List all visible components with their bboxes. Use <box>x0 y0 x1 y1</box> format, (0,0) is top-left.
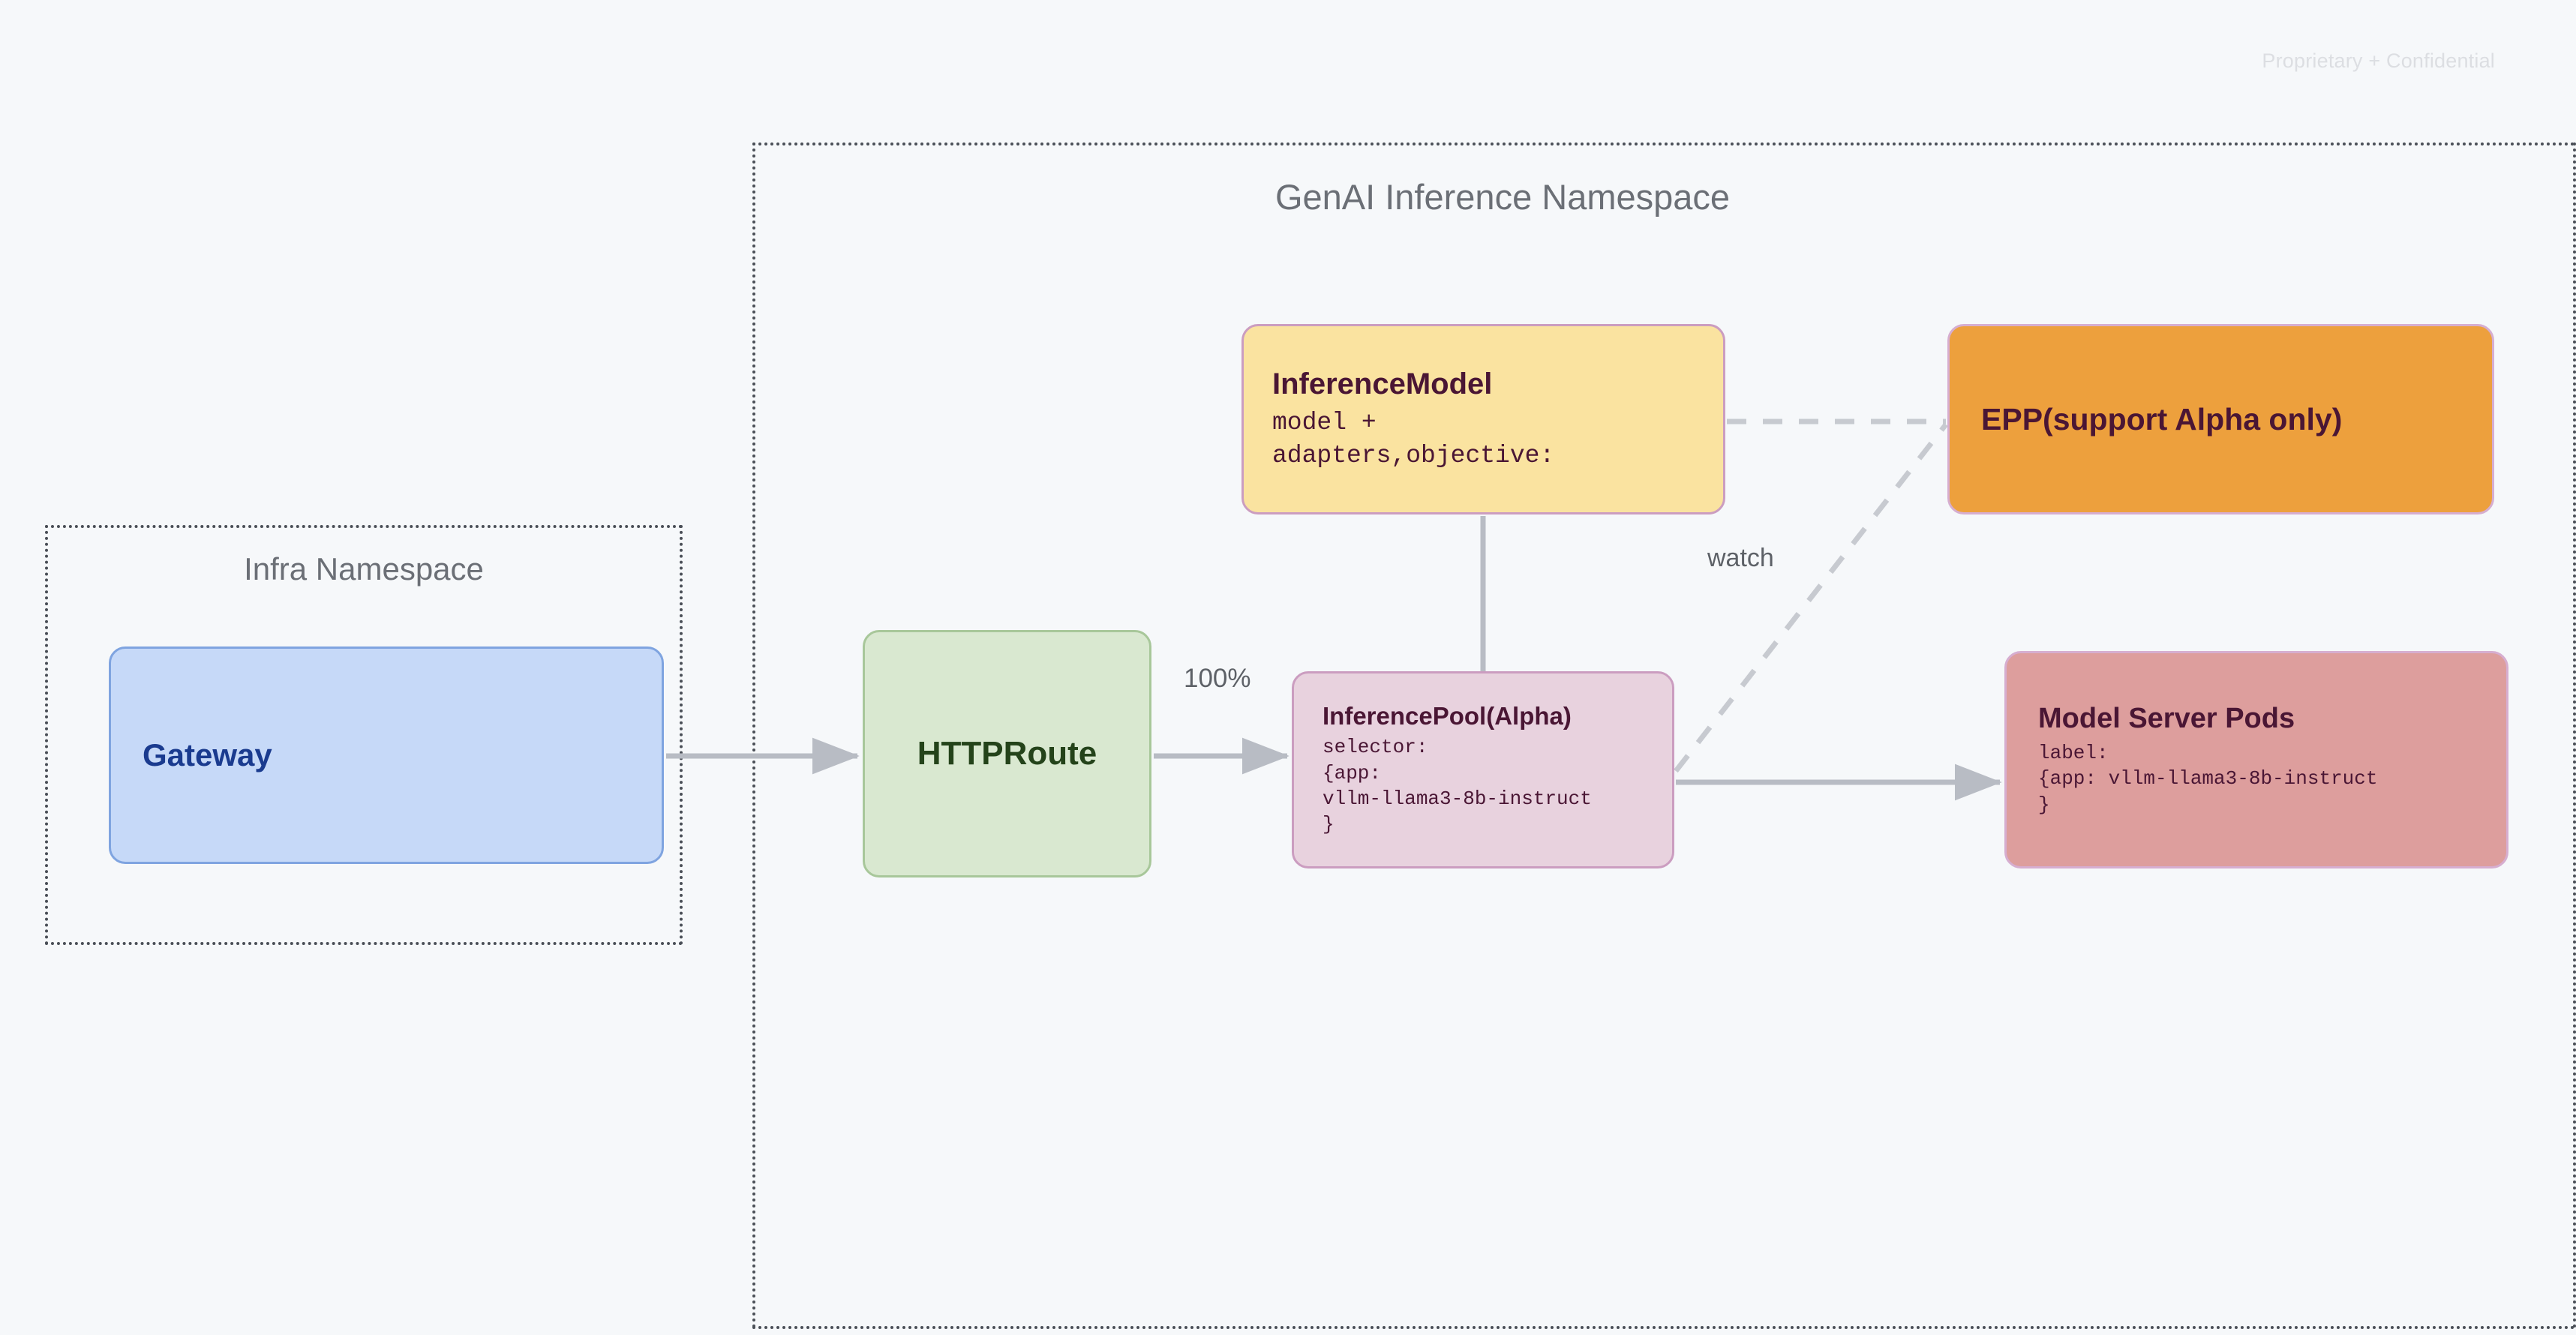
namespace-genai-title: GenAI Inference Namespace <box>1274 177 1731 217</box>
node-epp-title: EPP(support Alpha only) <box>1981 401 2343 436</box>
edge-label-traffic-weight: 100% <box>1184 664 1251 693</box>
node-httproute-title: HTTPRoute <box>917 735 1097 772</box>
node-model-server-pods-body: label: {app: vllm-llama3-8b-instruct } <box>2038 741 2378 816</box>
namespace-genai <box>752 142 2576 1329</box>
node-inference-model[interactable]: InferenceModel model + adapters,objectiv… <box>1241 324 1725 514</box>
node-model-server-pods-title: Model Server Pods <box>2038 703 2295 735</box>
namespace-infra-title: Infra Namespace <box>244 551 484 586</box>
node-inference-model-body: model + adapters,objective: <box>1272 409 1555 470</box>
watermark-label: Proprietary + Confidential <box>2262 50 2495 72</box>
node-inference-pool-body: selector: {app: vllm-llama3-8b-instruct … <box>1323 736 1592 836</box>
node-inference-pool-title: InferencePool(Alpha) <box>1323 702 1572 730</box>
node-gateway-title: Gateway <box>143 737 272 773</box>
node-model-server-pods[interactable]: Model Server Pods label: {app: vllm-llam… <box>2004 651 2508 868</box>
namespace-infra <box>45 525 683 945</box>
node-inference-pool[interactable]: InferencePool(Alpha) selector: {app: vll… <box>1292 671 1674 868</box>
node-httproute[interactable]: HTTPRoute <box>863 630 1151 878</box>
node-inference-model-title: InferenceModel <box>1272 367 1493 400</box>
edge-label-watch: watch <box>1707 544 1774 572</box>
node-gateway[interactable]: Gateway <box>109 646 664 864</box>
node-epp[interactable]: EPP(support Alpha only) <box>1947 324 2494 514</box>
